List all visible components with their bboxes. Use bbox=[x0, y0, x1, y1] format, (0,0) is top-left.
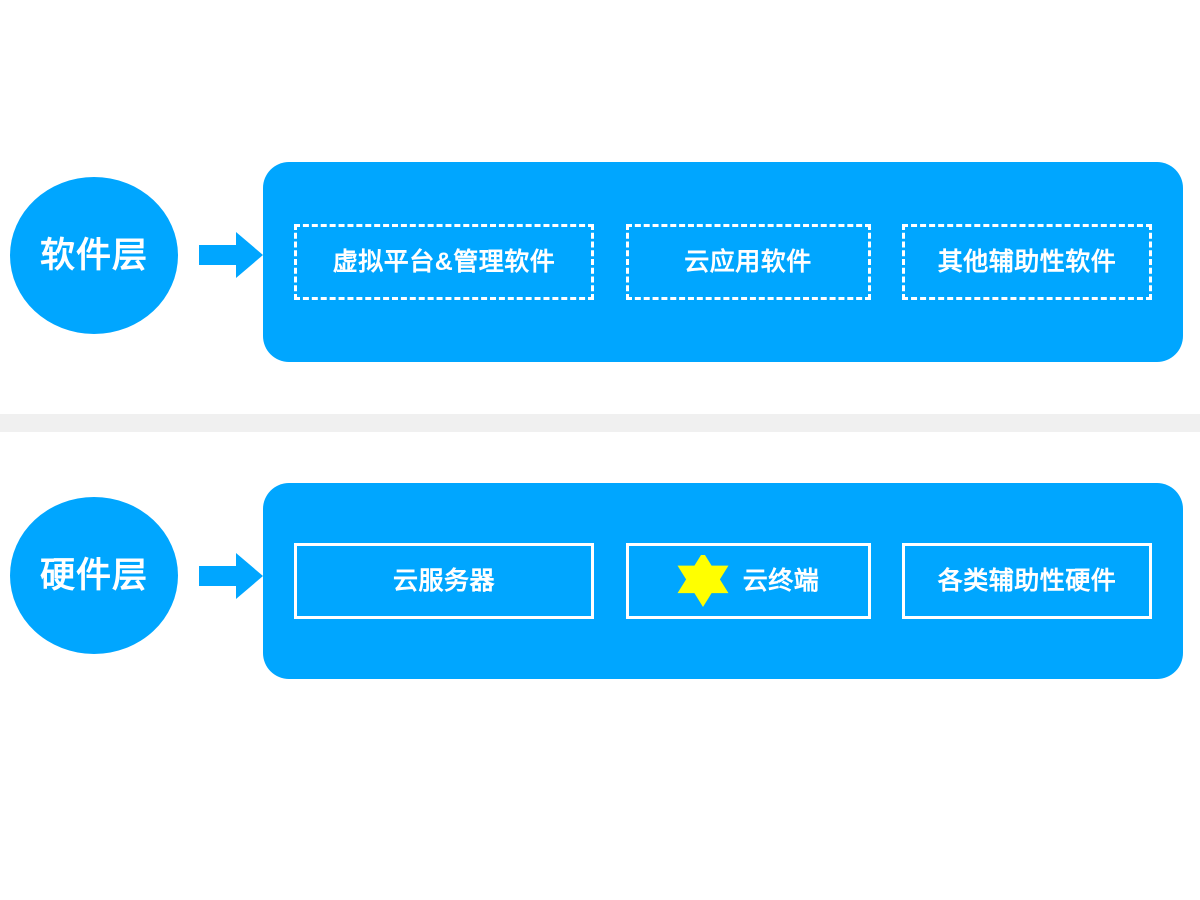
layer-circle-software[interactable]: 软件层 bbox=[10, 177, 178, 334]
hardware-item-label-0: 云服务器 bbox=[392, 566, 495, 595]
hardware-item-auxiliary-hardware[interactable]: 各类辅助性硬件 bbox=[902, 543, 1152, 619]
section-divider-band bbox=[0, 414, 1200, 432]
right-block-arrow-icon-hardware bbox=[199, 553, 263, 599]
hardware-item-label-2: 各类辅助性硬件 bbox=[937, 566, 1117, 595]
layer-circle-software-label: 软件层 bbox=[39, 236, 148, 275]
software-item-label-1: 云应用软件 bbox=[684, 247, 812, 276]
layer-circle-hardware[interactable]: 硬件层 bbox=[10, 497, 178, 654]
right-block-arrow-icon-software bbox=[199, 232, 263, 278]
software-item-cloud-application[interactable]: 云应用软件 bbox=[625, 224, 871, 300]
software-item-virtual-platform-management[interactable]: 虚拟平台&管理软件 bbox=[294, 224, 594, 300]
hardware-item-cloud-server[interactable]: 云服务器 bbox=[294, 543, 594, 619]
software-item-label-2: 其他辅助性软件 bbox=[937, 247, 1117, 276]
layer-panel-software: 虚拟平台&管理软件 云应用软件 其他辅助性软件 bbox=[263, 162, 1183, 362]
layer-circle-hardware-label: 硬件层 bbox=[39, 556, 148, 595]
six-pointed-star-icon bbox=[677, 555, 729, 607]
hardware-item-label-1: 云终端 bbox=[742, 566, 820, 595]
hardware-item-cloud-terminal[interactable]: 云终端 bbox=[625, 543, 871, 619]
software-item-other-auxiliary-software[interactable]: 其他辅助性软件 bbox=[902, 224, 1152, 300]
layer-panel-hardware: 云服务器 云终端 各类辅助性硬件 bbox=[263, 483, 1183, 679]
software-item-label-0: 虚拟平台&管理软件 bbox=[332, 247, 556, 276]
